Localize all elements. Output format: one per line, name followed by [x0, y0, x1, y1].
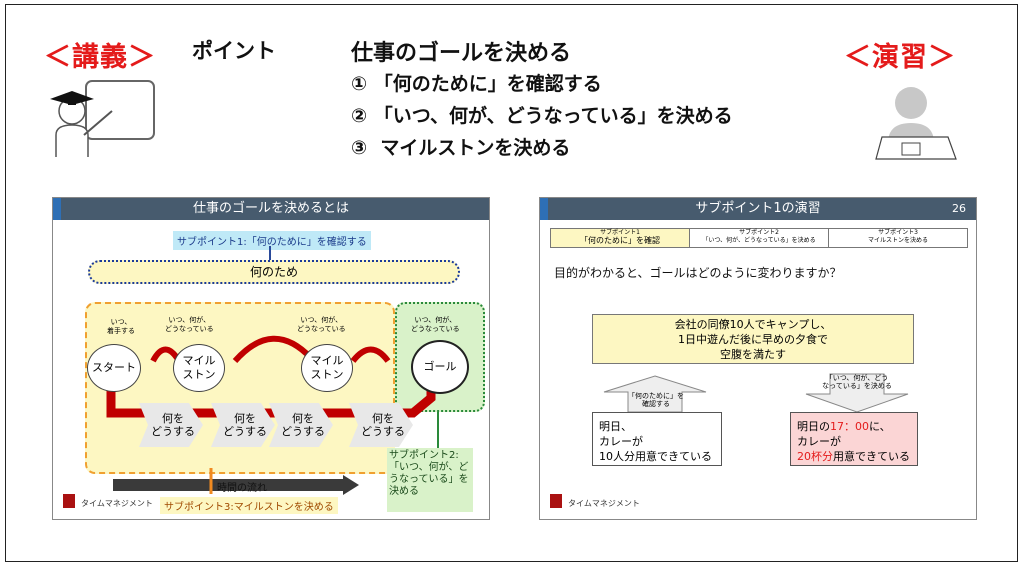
footer: タイムマネジメント [568, 499, 640, 508]
logo-icon [63, 494, 75, 508]
start-label: いつ、 着手する [107, 318, 135, 335]
goal-node: ゴール [411, 340, 469, 394]
page-frame: ＜講義＞ ポイント ＜演習＞ 仕事のゴールを決める ① 「何のために」を確認する… [5, 4, 1018, 562]
up-arrow-label: 「何のために」を 確認する [628, 392, 684, 408]
purpose-box: 会社の同僚10人でキャンプし、 1日中遊んだ後に早めの夕食で 空腹を満たす [592, 314, 914, 364]
timeline-label: 時間の流れ [217, 483, 267, 494]
subpoint-tabs: サブポイント1 「何のために」を確認 サブポイント2 「いつ、何が、どうなってい… [550, 228, 968, 248]
goal-label: いつ、何が、 どうなっている [411, 316, 460, 333]
student-icon [875, 87, 957, 160]
milestone1-label: いつ、何が、 どうなっている [165, 316, 214, 333]
left-slide: 仕事のゴールを決めるとは サブポイント1:「何のために」を確認する 何のため い… [52, 197, 490, 520]
point-item-3: ③ マイルストンを決める [351, 137, 571, 159]
tab-subpoint2: サブポイント2 「いつ、何が、どうなっている」を決める [690, 229, 829, 247]
lecture-tag: ＜講義＞ [44, 42, 156, 73]
milestone2-label: いつ、何が、 どうなっている [297, 316, 346, 333]
point-item-2: ② 「いつ、何が、どうなっている」を決める [351, 105, 733, 127]
action-step-3: 何を どうする [269, 403, 333, 447]
tab-subpoint3: サブポイント3 マイルストンを決める [867, 229, 928, 244]
subpoint2-label: サブポイント2: 「いつ、何が、ど うなっている」を 決める [387, 448, 473, 512]
after-goal-box: 明日の17：00に、 カレーが 20杯分用意できている [790, 412, 918, 466]
subpoint3-label: サブポイント3:マイルストンを決める [160, 497, 338, 514]
footer: タイムマネジメント [81, 499, 153, 508]
page-number: 26 [952, 202, 966, 215]
right-slide-title: サブポイント1の演習 26 [540, 198, 976, 220]
left-slide-title: 仕事のゴールを決めるとは [53, 198, 489, 220]
purpose-pill: 何のため [88, 260, 460, 284]
milestone1-node: マイル ストン [173, 344, 225, 392]
logo-icon [550, 494, 562, 508]
point-item-1: ① 「何のために」を確認する [351, 73, 602, 95]
milestone2-node: マイル ストン [301, 344, 353, 392]
action-step-2: 何を どうする [211, 403, 275, 447]
action-step-4: 何を どうする [349, 403, 413, 447]
page-title: 仕事のゴールを決める [351, 41, 572, 66]
flow-arrows [106, 335, 439, 495]
question-text: 目的がわかると、ゴールはどのように変わりますか？ [554, 266, 842, 280]
exercise-tag: ＜演習＞ [844, 42, 956, 73]
action-step-1: 何を どうする [139, 403, 203, 447]
tab-subpoint1: サブポイント1 「何のために」を確認 [551, 229, 690, 247]
subpoint1-label: サブポイント1:「何のために」を確認する [173, 231, 371, 250]
lecturer-icon [50, 80, 155, 157]
start-node: スタート [87, 344, 141, 392]
down-arrow-label: 「いつ、何が、どう なっている」を決める [822, 374, 892, 390]
point-label: ポイント [192, 39, 276, 63]
connector [269, 246, 271, 260]
connector [437, 412, 439, 450]
down-arrow [805, 373, 909, 413]
before-goal-box: 明日、 カレーが 10人分用意できている [592, 412, 722, 466]
right-slide: サブポイント1の演習 26 サブポイント1 「何のために」を確認 サブポイント2… [539, 197, 977, 520]
